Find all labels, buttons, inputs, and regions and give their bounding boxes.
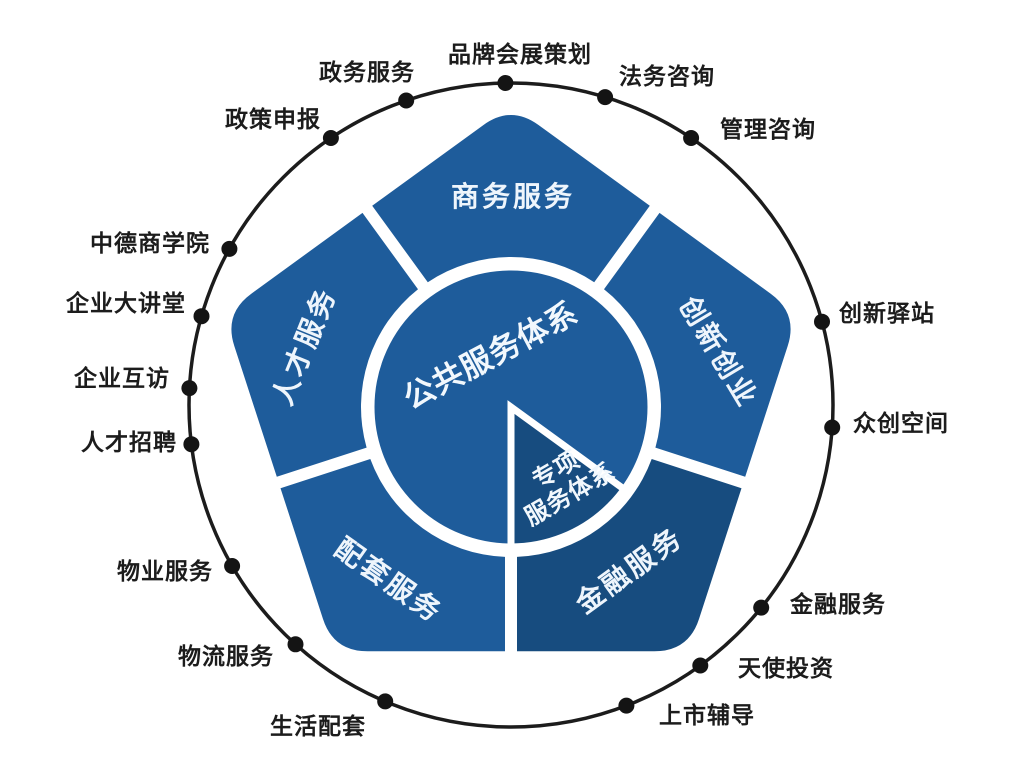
ring-dot bbox=[618, 697, 635, 714]
center-white-ring bbox=[363, 259, 659, 555]
segment-financial-services bbox=[517, 459, 742, 652]
ring-dot bbox=[193, 308, 210, 325]
ring-label-government-services: 政务服务 bbox=[319, 59, 415, 85]
ring-label-enterprise-visits: 企业互访 bbox=[73, 365, 170, 391]
ring-label-innovation-station: 创新驿站 bbox=[838, 300, 935, 326]
segment-business-services bbox=[372, 115, 650, 283]
segment-talent-services bbox=[231, 212, 418, 477]
ring-label-legal-consulting: 法务咨询 bbox=[619, 63, 715, 89]
ring-dot bbox=[377, 693, 394, 710]
ring-dot bbox=[824, 419, 841, 436]
ring-label-ipo-coaching: 上市辅导 bbox=[659, 702, 755, 728]
ring-label-management-consulting: 管理咨询 bbox=[720, 116, 816, 142]
ring-label-enterprise-lecture: 企业大讲堂 bbox=[65, 290, 186, 316]
ring-dot bbox=[597, 89, 614, 106]
ring-label-sino-german-school: 中德商学院 bbox=[90, 230, 210, 256]
ring-label-brand-exhibition: 品牌会展策划 bbox=[448, 41, 592, 67]
ring-label-property-services: 物业服务 bbox=[117, 558, 213, 584]
ring-label-financial-services: 金融服务 bbox=[789, 591, 886, 617]
ring-dot bbox=[814, 313, 830, 330]
ring-label-policy-declaration: 政策申报 bbox=[225, 106, 321, 132]
ring-dot bbox=[287, 636, 304, 653]
ring-dot bbox=[692, 657, 709, 674]
ring-label-logistics-services: 物流服务 bbox=[178, 643, 274, 669]
segment-label-business: 商务服务 bbox=[451, 181, 575, 212]
ring-dot bbox=[753, 599, 770, 616]
ring-dot bbox=[224, 558, 241, 574]
ring-dot bbox=[183, 436, 200, 453]
ring-dot bbox=[322, 130, 339, 146]
ring-label-talent-recruitment: 人才招聘 bbox=[81, 429, 177, 455]
ring-dots-group bbox=[181, 75, 841, 714]
ring-label-angel-investment: 天使投资 bbox=[738, 655, 834, 681]
ring-dot bbox=[398, 92, 415, 109]
ring-dot bbox=[181, 380, 198, 397]
segment-innovation-startup bbox=[604, 212, 791, 477]
ring-dot bbox=[497, 75, 514, 91]
ring-dot bbox=[221, 240, 238, 257]
ring-label-living-facilities: 生活配套 bbox=[270, 713, 366, 739]
ring-label-maker-space: 众创空间 bbox=[853, 410, 949, 436]
ring-dot bbox=[683, 130, 700, 146]
segment-support-services bbox=[280, 459, 505, 652]
